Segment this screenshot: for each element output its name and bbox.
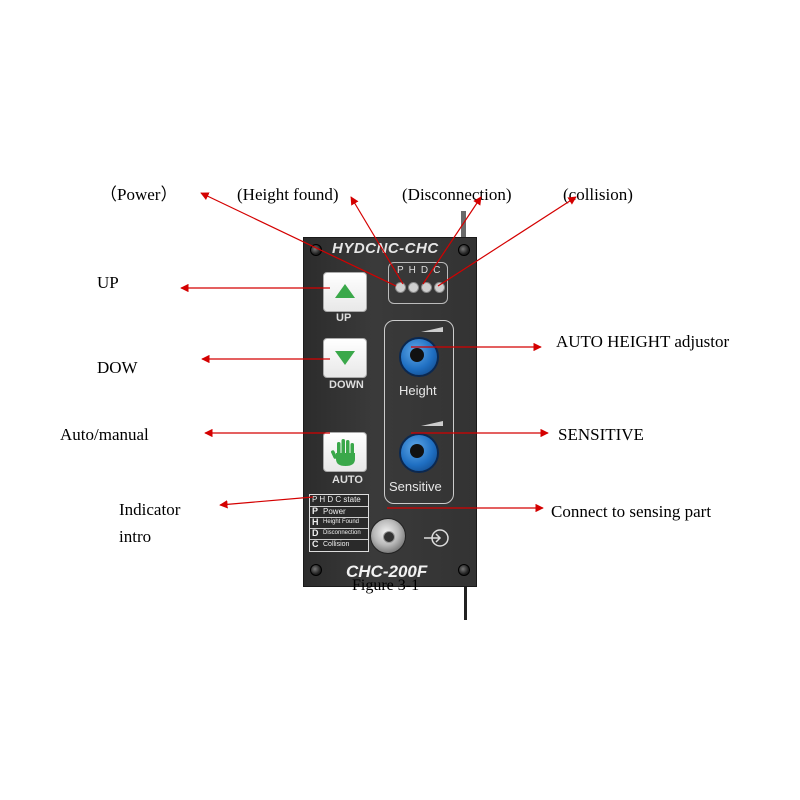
sensitive-knob[interactable] bbox=[399, 433, 439, 473]
controller-panel: HYDCNC-CHC PHDC UP DOWN AUTO Height bbox=[303, 237, 477, 587]
legend-key-h: H bbox=[312, 517, 319, 527]
power-label: （Power） bbox=[100, 185, 178, 204]
indicator-label-line1: Indicator bbox=[119, 500, 181, 519]
sensitive-scale-mark bbox=[421, 421, 443, 426]
knob-frame: Height Sensitive bbox=[384, 320, 454, 504]
dow-label: DOW bbox=[97, 358, 138, 377]
mounting-bracket-bottom bbox=[464, 580, 467, 620]
legend-key-c: C bbox=[312, 539, 319, 549]
power-led bbox=[395, 282, 406, 293]
legend-key-p: P bbox=[312, 506, 319, 516]
legend-key-d: D bbox=[312, 528, 319, 538]
down-button-label: DOWN bbox=[329, 379, 364, 391]
height-found-arrow bbox=[350, 196, 404, 285]
auto-manual-button[interactable] bbox=[323, 432, 367, 472]
led-letters: PHDC bbox=[397, 265, 446, 276]
figure-caption: Figure 3-1 bbox=[352, 577, 420, 594]
mounting-bracket-top bbox=[461, 211, 466, 241]
screw-top-right bbox=[458, 244, 470, 256]
auto-height-adjustor-label: AUTO HEIGHT adjustor bbox=[556, 332, 730, 351]
up-button[interactable] bbox=[323, 272, 367, 312]
power-arrow bbox=[200, 192, 397, 287]
sensitive-label: SENSITIVE bbox=[558, 425, 644, 444]
indicator-leds: PHDC bbox=[388, 262, 448, 304]
model-number: CHC-200F bbox=[346, 562, 428, 581]
sensor-connector[interactable] bbox=[370, 518, 406, 554]
up-label: UP bbox=[97, 273, 119, 292]
disconnection-label: (Disconnection) bbox=[402, 185, 512, 204]
height-knob-label: Height bbox=[399, 383, 437, 398]
screw-bottom-right bbox=[458, 564, 470, 576]
height-scale-mark bbox=[421, 327, 443, 332]
height-knob[interactable] bbox=[399, 337, 439, 377]
down-arrow-icon bbox=[335, 351, 355, 365]
height-found-label: (Height found) bbox=[237, 185, 339, 204]
disconnection-arrow bbox=[422, 196, 482, 285]
legend-text-collision: Collision bbox=[323, 541, 350, 548]
auto-manual-label: Auto/manual bbox=[60, 425, 149, 444]
height-found-led bbox=[408, 282, 419, 293]
input-arrow-icon bbox=[424, 529, 449, 547]
up-button-label: UP bbox=[336, 312, 352, 324]
hand-icon bbox=[331, 439, 355, 466]
indicator-arrow bbox=[219, 496, 314, 509]
collision-arrow bbox=[437, 196, 577, 287]
indicator-legend: P H D C state P Power H Height Found D D… bbox=[309, 494, 369, 552]
sensitive-knob-label: Sensitive bbox=[389, 479, 442, 494]
legend-text-power: Power bbox=[323, 507, 346, 516]
indicator-label-line2: intro bbox=[119, 527, 152, 546]
brand-name: HYDCNC-CHC bbox=[332, 240, 439, 257]
legend-text-height-found: Height Found bbox=[323, 519, 360, 525]
connect-label: Connect to sensing part bbox=[551, 502, 712, 521]
collision-label: (collision) bbox=[563, 185, 633, 204]
legend-header: P H D C state bbox=[312, 495, 361, 504]
down-button[interactable] bbox=[323, 338, 367, 378]
screw-bottom-left bbox=[310, 564, 322, 576]
auto-button-label: AUTO bbox=[332, 474, 363, 486]
disconnection-led bbox=[421, 282, 432, 293]
legend-text-disconnection: Disconnection bbox=[323, 530, 361, 536]
collision-led bbox=[434, 282, 445, 293]
up-arrow-icon bbox=[335, 284, 355, 298]
